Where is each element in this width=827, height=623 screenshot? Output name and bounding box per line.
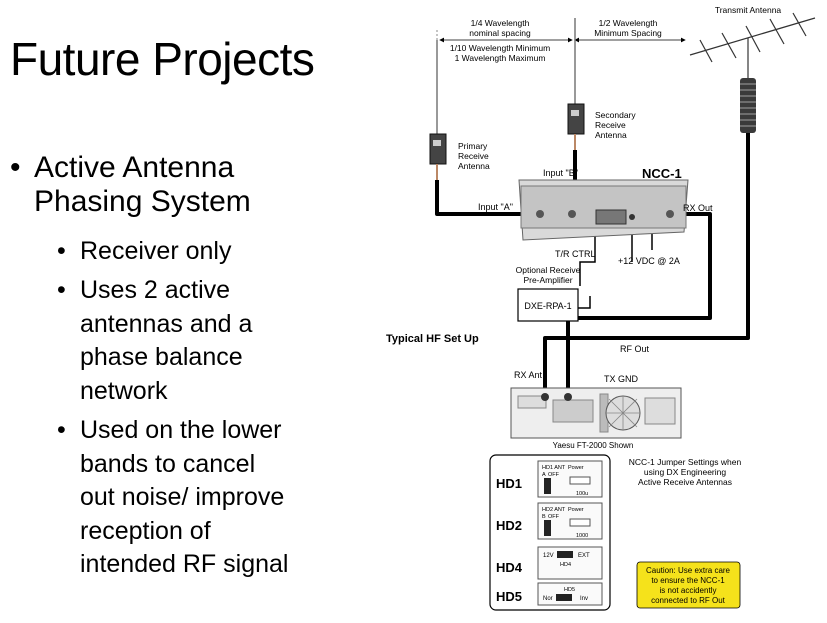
sub-bullet-line: antennas and a [80, 309, 253, 338]
caution-text: Caution: Use extra care [646, 566, 731, 575]
tenth-wave-label: 1 Wavelength Maximum [455, 53, 546, 63]
rf-out-label: RF Out [620, 344, 650, 354]
half-wave-label: Minimum Spacing [594, 28, 662, 38]
tenth-wave-label: 1/10 Wavelength Minimum [450, 43, 550, 53]
sub-bullet-line: bands to cancel [80, 449, 256, 478]
quarter-wave-label: nominal spacing [469, 28, 531, 38]
ncc1-unit [518, 179, 689, 241]
sub-bullet-line: reception of [80, 516, 211, 545]
secondary-antenna-unit [567, 103, 585, 135]
sub-bullet-line: Used on the lower [80, 416, 282, 444]
secondary-antenna-label: Receive [595, 120, 626, 130]
yagi-antenna-icon [689, 12, 816, 78]
hd4-ext-label: EXT [578, 553, 590, 559]
input-a-label: Input "A" [478, 202, 513, 212]
slide-title: Future Projects [10, 33, 315, 85]
primary-antenna-unit [429, 133, 447, 165]
tx-gnd-label: TX GND [604, 374, 639, 384]
sub-bullet-line: out noise/ improve [80, 483, 285, 511]
rx-out-label: RX Out [683, 203, 713, 213]
preamp-model: DXE-RPA-1 [524, 301, 571, 311]
sub-bullet-line: intended RF signal [80, 550, 289, 578]
primary-antenna-label: Antenna [458, 161, 490, 171]
hd5-inv-label: Inv [580, 596, 588, 602]
hd2-b-label: B [542, 514, 546, 520]
caution-box [636, 561, 741, 609]
jumper-note: Active Receive Antennas [638, 477, 732, 487]
rx-ant-label: RX Ant [514, 370, 543, 380]
hd1-label: HD1 [496, 476, 522, 491]
bullet-line: Phasing System [34, 185, 251, 218]
sub-bullet-line: network [80, 376, 168, 405]
transmit-coax-choke [740, 78, 756, 133]
jumper-note: using DX Engineering [644, 467, 726, 477]
coax-cables [435, 133, 750, 395]
tr-ctrl-label: T/R CTRL [555, 249, 596, 259]
jumper-note: NCC-1 Jumper Settings when [629, 457, 742, 467]
hd2-label: HD2 [496, 518, 522, 533]
input-b-label: Input "B" [543, 168, 578, 178]
hd1-ant-label: HD1 ANT [542, 465, 566, 471]
primary-antenna-label: Receive [458, 151, 489, 161]
hd1-off-label: OFF [548, 472, 560, 478]
typical-hf-label: Typical HF Set Up [386, 333, 479, 345]
hd5-label: HD5 [496, 589, 522, 604]
preamp-box [517, 288, 579, 322]
caution-text: to ensure the NCC-1 [651, 576, 725, 585]
half-wave-label: 1/2 Wavelength [599, 18, 658, 28]
transceiver-label: Yaesu FT-2000 Shown [553, 441, 634, 450]
hd2-off-label: OFF [548, 514, 560, 520]
hd4-label: HD4 [496, 560, 523, 575]
hd4-12v-label: 12V [543, 553, 554, 559]
quarter-wave-label: 1/4 Wavelength [471, 18, 530, 28]
hd4-board-label: HD4 [560, 562, 571, 568]
hd1-value: 100u [576, 491, 588, 497]
hd1-a-label: A [542, 472, 546, 478]
secondary-antenna-label: Secondary [595, 110, 636, 120]
hd2-ant-label: HD2 ANT [542, 507, 566, 513]
sub-bullet-line: phase balance [80, 343, 243, 371]
preamp-label: Pre-Amplifier [523, 275, 572, 285]
hd5-board-label: HD5 [564, 587, 575, 593]
bullet-line: Active Antenna [34, 151, 235, 184]
ncc1-label: NCC-1 [642, 166, 682, 181]
sub-bullet-line: Receiver only [80, 237, 232, 265]
primary-antenna-label: Primary [458, 141, 488, 151]
caution-text: is not accidently [660, 586, 717, 595]
caution-text: connected to RF Out [651, 596, 726, 605]
hd5-nor-label: Nor [543, 596, 553, 602]
transceiver-rear [510, 387, 682, 439]
hd2-power-label: Power [568, 507, 584, 513]
transmit-antenna-label: Transmit Antenna [715, 5, 782, 15]
hd1-power-label: Power [568, 465, 584, 471]
hd2-value: 1000 [576, 533, 588, 539]
secondary-antenna-label: Antenna [595, 130, 627, 140]
preamp-label: Optional Receive [516, 265, 581, 275]
sub-bullet-line: Uses 2 active [80, 276, 231, 304]
db-connector [595, 209, 627, 225]
power-label: +12 VDC @ 2A [618, 256, 680, 266]
